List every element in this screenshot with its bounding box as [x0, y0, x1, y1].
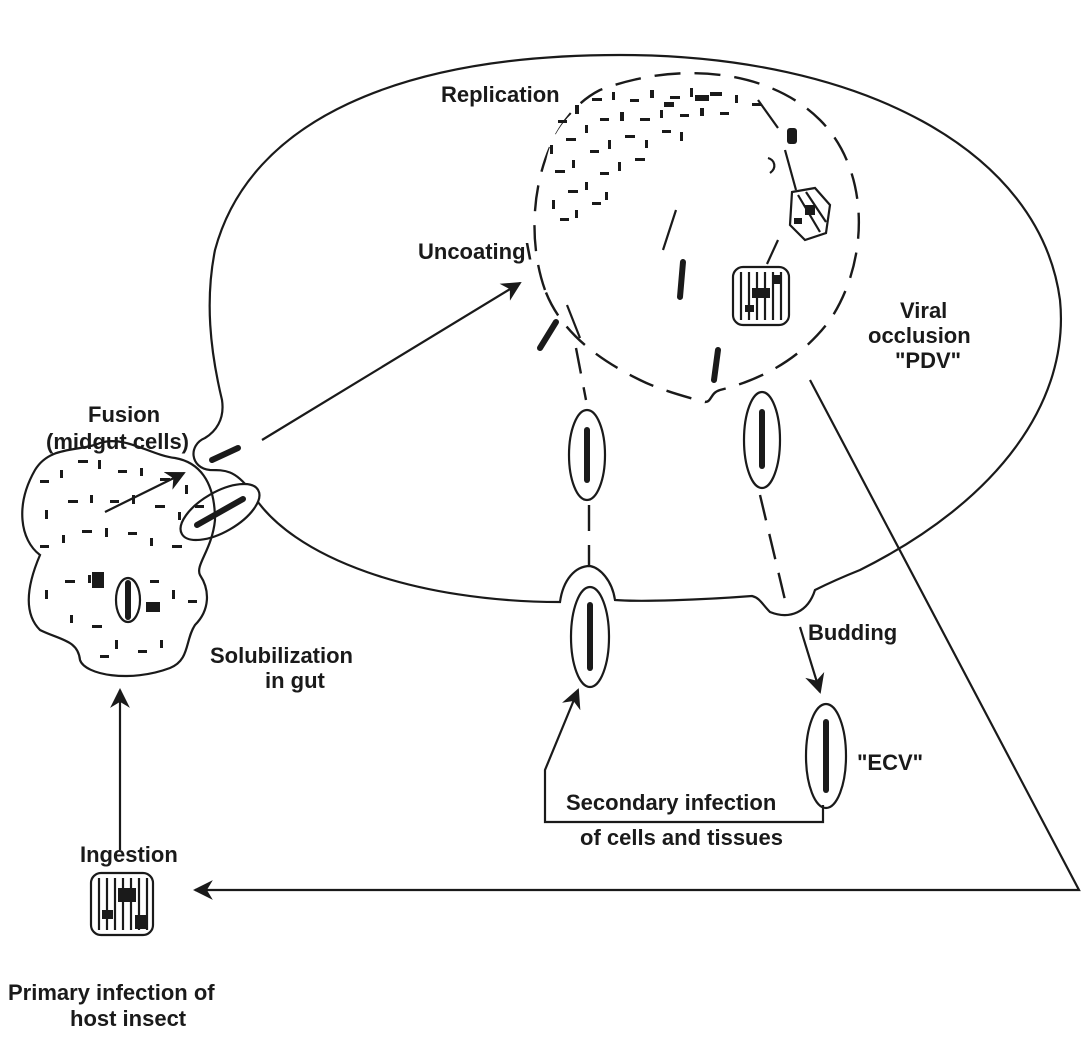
label-viral-2: occlusion	[868, 323, 971, 348]
ingested-occlusion-body	[91, 873, 153, 935]
replication-stipple-region	[544, 81, 775, 235]
label-solubilization-2: in gut	[265, 668, 326, 693]
label-primary-2: host insect	[70, 1006, 187, 1031]
label-fusion-2: (midgut cells)	[46, 429, 189, 454]
solubilization-to-fusion-arrow	[105, 473, 184, 512]
label-uncoating: Uncoating\	[418, 239, 532, 264]
solubilization-blob	[22, 441, 215, 676]
label-replication: Replication	[441, 82, 560, 107]
inner-budding-virions	[569, 348, 785, 600]
label-fusion-1: Fusion	[88, 402, 160, 427]
label-viral-1: Viral	[900, 298, 947, 323]
fusion-to-nucleus-arrow	[262, 283, 520, 440]
ecv-virion	[806, 704, 846, 808]
nuclear-occlusion-bodies	[733, 128, 830, 325]
label-secondary-2: of cells and tissues	[580, 825, 783, 850]
label-ecv: "ECV"	[857, 750, 923, 775]
label-ingestion: Ingestion	[80, 842, 178, 867]
label-viral-3: "PDV"	[895, 348, 961, 373]
fusion-virions	[172, 448, 268, 551]
label-budding: Budding	[808, 620, 897, 645]
label-primary-1: Primary infection of	[8, 980, 215, 1005]
label-solubilization-1: Solubilization	[210, 643, 353, 668]
secondary-virion	[571, 587, 609, 687]
label-secondary-1: Secondary infection	[566, 790, 776, 815]
